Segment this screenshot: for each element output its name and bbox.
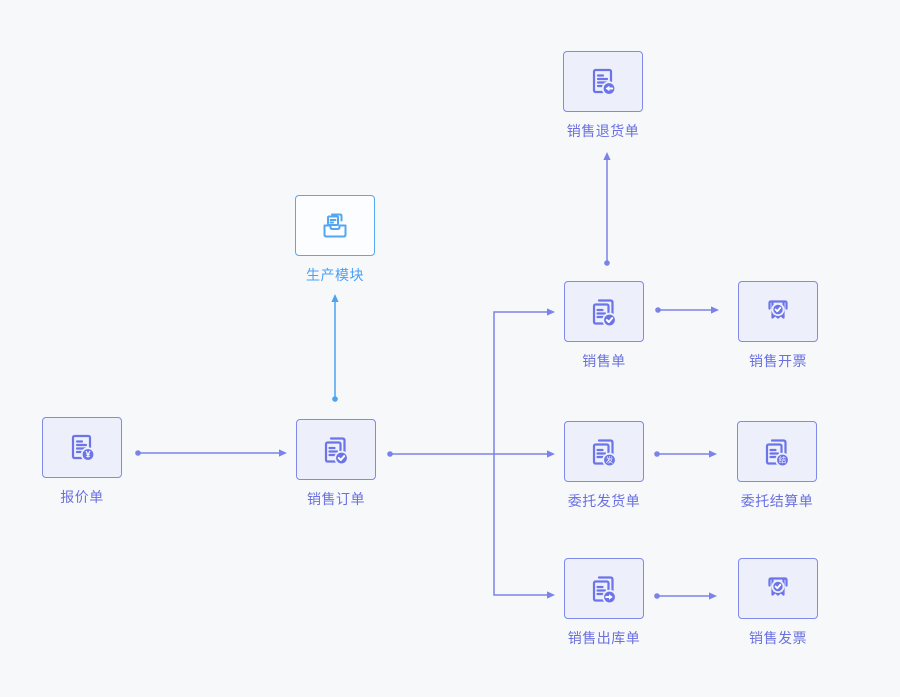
consignment-delivery-card[interactable]: 发 [564,421,644,482]
receipt-check-icon [768,576,788,596]
document-arrow-left-icon [592,68,617,96]
documents-check-icon [592,298,617,327]
node-label: 销售单 [582,353,626,369]
node-label: 销售出库单 [567,630,641,646]
node-consignment-settlement[interactable]: 结 委托结算单 [737,421,817,511]
node-sales-order[interactable]: 销售订单 [296,419,376,509]
sales-order-card[interactable] [296,419,376,480]
sales-return-card[interactable] [563,51,643,112]
node-label: 报价单 [60,489,104,505]
node-consignment-delivery[interactable]: 发 委托发货单 [564,421,644,511]
node-sales-return[interactable]: 销售退货单 [563,51,643,141]
fa-badge: 发 [606,454,614,464]
node-label: 销售发票 [749,630,807,646]
node-label: 委托结算单 [740,493,814,509]
node-sales-slip[interactable]: 销售单 [564,281,644,371]
sales-invoicing-card[interactable] [738,281,818,342]
node-sales-outbound[interactable]: 销售出库单 [564,558,644,648]
quotation-card[interactable]: ¥ [42,417,122,478]
receipt-check-icon [768,299,788,319]
node-label: 销售订单 [307,491,365,507]
node-sales-invoicing[interactable]: 销售开票 [738,281,818,371]
node-production-module[interactable]: 生产模块 [295,195,375,285]
node-label: 委托发货单 [567,493,641,509]
inbox-documents-icon [323,213,347,237]
consignment-settlement-card[interactable]: 结 [737,421,817,482]
documents-badge-icon: 结 [765,438,790,467]
documents-check-icon [324,436,349,465]
production-module-card[interactable] [295,195,375,256]
documents-arrow-right-icon [592,575,617,604]
sales-invoice-card[interactable] [738,558,818,619]
jie-badge: 结 [779,454,787,464]
sales-slip-card[interactable] [564,281,644,342]
document-yen-icon: ¥ [71,434,96,462]
node-label: 销售退货单 [566,123,640,139]
node-label: 销售开票 [749,353,807,369]
documents-badge-icon: 发 [592,438,617,467]
node-sales-invoice[interactable]: 销售发票 [738,558,818,648]
node-label: 生产模块 [306,267,364,283]
sales-outbound-card[interactable] [564,558,644,619]
node-quotation[interactable]: ¥ 报价单 [42,417,122,507]
yen-badge: ¥ [85,449,90,459]
